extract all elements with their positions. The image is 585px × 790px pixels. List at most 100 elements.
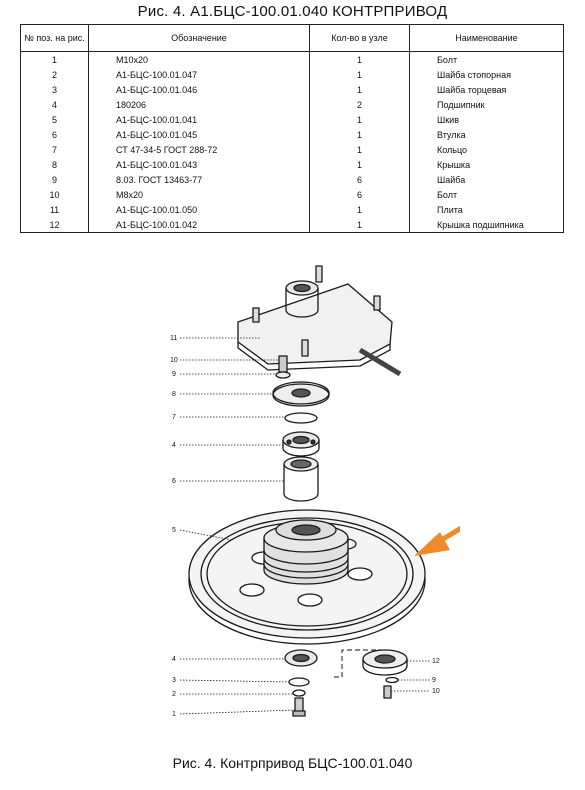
position-cell: 11 <box>20 202 89 217</box>
position-cell: 10 <box>20 187 89 202</box>
callout-left-9: 4 <box>172 656 176 663</box>
plate-part <box>237 265 402 377</box>
position-cell: 1 <box>20 51 89 67</box>
name-cell: Болт <box>409 51 564 67</box>
designation-cell: А1-БЦС-100.01.043 <box>88 157 310 172</box>
designation-cell: А1-БЦС-100.01.046 <box>88 82 310 97</box>
pulley-part <box>188 509 426 645</box>
callout-left-6: 4 <box>172 442 176 449</box>
position-cell: 9 <box>20 172 89 187</box>
cover-part <box>272 381 330 407</box>
name-cell: Болт <box>409 187 564 202</box>
quantity-cell: 1 <box>309 51 410 67</box>
bearing-cover-part <box>362 649 408 676</box>
end-washer-part <box>288 677 310 687</box>
quantity-cell: 2 <box>309 97 410 112</box>
cover-bolt-part <box>383 685 392 699</box>
quantity-cell: 1 <box>309 202 410 217</box>
cover-washer-part <box>385 676 399 684</box>
bottom-bolt-part <box>292 697 306 717</box>
lock-washer-part <box>292 689 306 697</box>
callout-left-7: 6 <box>172 478 176 485</box>
position-cell: 3 <box>20 82 89 97</box>
table-header-row: № поз. на рис. Обозначение Кол-во в узле… <box>20 24 564 52</box>
callout-right-1: 12 <box>432 658 440 665</box>
column-header-quantity: Кол-во в узле <box>309 24 410 52</box>
name-cell: Шайба торцевая <box>409 82 564 97</box>
bushing-part <box>283 456 319 502</box>
callout-left-5: 7 <box>172 414 176 421</box>
designation-cell: М8х20 <box>88 187 310 202</box>
name-cell: Плита <box>409 202 564 217</box>
bearing-part <box>282 431 320 457</box>
quantity-cell: 1 <box>309 217 410 233</box>
callout-left-3: 9 <box>172 371 176 378</box>
callout-left-11: 2 <box>172 691 176 698</box>
position-cell: 6 <box>20 127 89 142</box>
designation-cell: А1-БЦС-100.01.042 <box>88 217 310 233</box>
bolt-part <box>275 355 291 379</box>
name-cell: Шайба <box>409 172 564 187</box>
designation-cell: А1-БЦС-100.01.047 <box>88 67 310 82</box>
designation-cell: 180206 <box>88 97 310 112</box>
dashed-connector <box>334 649 382 678</box>
callout-left-2: 10 <box>170 357 178 364</box>
column-header-designation: Обозначение <box>88 24 310 52</box>
figure-caption: Рис. 4. Контрпривод БЦС-100.01.040 <box>172 755 413 771</box>
figure-title: Рис. 4. А1.БЦС-100.01.040 КОНТРПРИВОД <box>137 3 448 20</box>
position-cell: 2 <box>20 67 89 82</box>
designation-cell: СТ 47-34-5 ГОСТ 288-72 <box>88 142 310 157</box>
quantity-cell: 1 <box>309 82 410 97</box>
designation-cell: А1-БЦС-100.01.050 <box>88 202 310 217</box>
designation-cell: М10х20 <box>88 51 310 67</box>
callout-left-8: 5 <box>172 527 176 534</box>
name-cell: Подшипник <box>409 97 564 112</box>
name-cell: Крышка подшипника <box>409 217 564 233</box>
callout-left-10: 3 <box>172 677 176 684</box>
callout-right-3: 10 <box>432 688 440 695</box>
callout-left-1: 11 <box>170 335 177 342</box>
quantity-cell: 1 <box>309 112 410 127</box>
position-cell: 7 <box>20 142 89 157</box>
designation-cell: А1-БЦС-100.01.045 <box>88 127 310 142</box>
callout-left-12: 1 <box>172 711 176 718</box>
quantity-cell: 1 <box>309 127 410 142</box>
position-cell: 12 <box>20 217 89 233</box>
ring-part <box>284 412 318 424</box>
name-cell: Втулка <box>409 127 564 142</box>
position-cell: 8 <box>20 157 89 172</box>
parts-table: № поз. на рис. Обозначение Кол-во в узле… <box>20 24 564 233</box>
designation-cell: А1-БЦС-100.01.041 <box>88 112 310 127</box>
column-header-position: № поз. на рис. <box>20 24 89 52</box>
exploded-assembly-drawing: 11 10 9 8 7 4 6 5 4 3 2 1 12 9 10 <box>170 265 460 718</box>
quantity-cell: 1 <box>309 157 410 172</box>
designation-cell: 8.03. ГОСТ 13463-77 <box>88 172 310 187</box>
callout-left-4: 8 <box>172 391 176 398</box>
quantity-cell: 1 <box>309 142 410 157</box>
name-cell: Крышка <box>409 157 564 172</box>
quantity-cell: 6 <box>309 172 410 187</box>
highlight-arrow <box>414 525 460 556</box>
callout-right-2: 9 <box>432 677 436 684</box>
name-cell: Шайба стопорная <box>409 67 564 82</box>
column-header-name: Наименование <box>409 24 564 52</box>
quantity-cell: 6 <box>309 187 410 202</box>
position-cell: 4 <box>20 97 89 112</box>
name-cell: Кольцо <box>409 142 564 157</box>
quantity-cell: 1 <box>309 67 410 82</box>
position-cell: 5 <box>20 112 89 127</box>
lower-bearing-part <box>284 649 318 667</box>
name-cell: Шкив <box>409 112 564 127</box>
